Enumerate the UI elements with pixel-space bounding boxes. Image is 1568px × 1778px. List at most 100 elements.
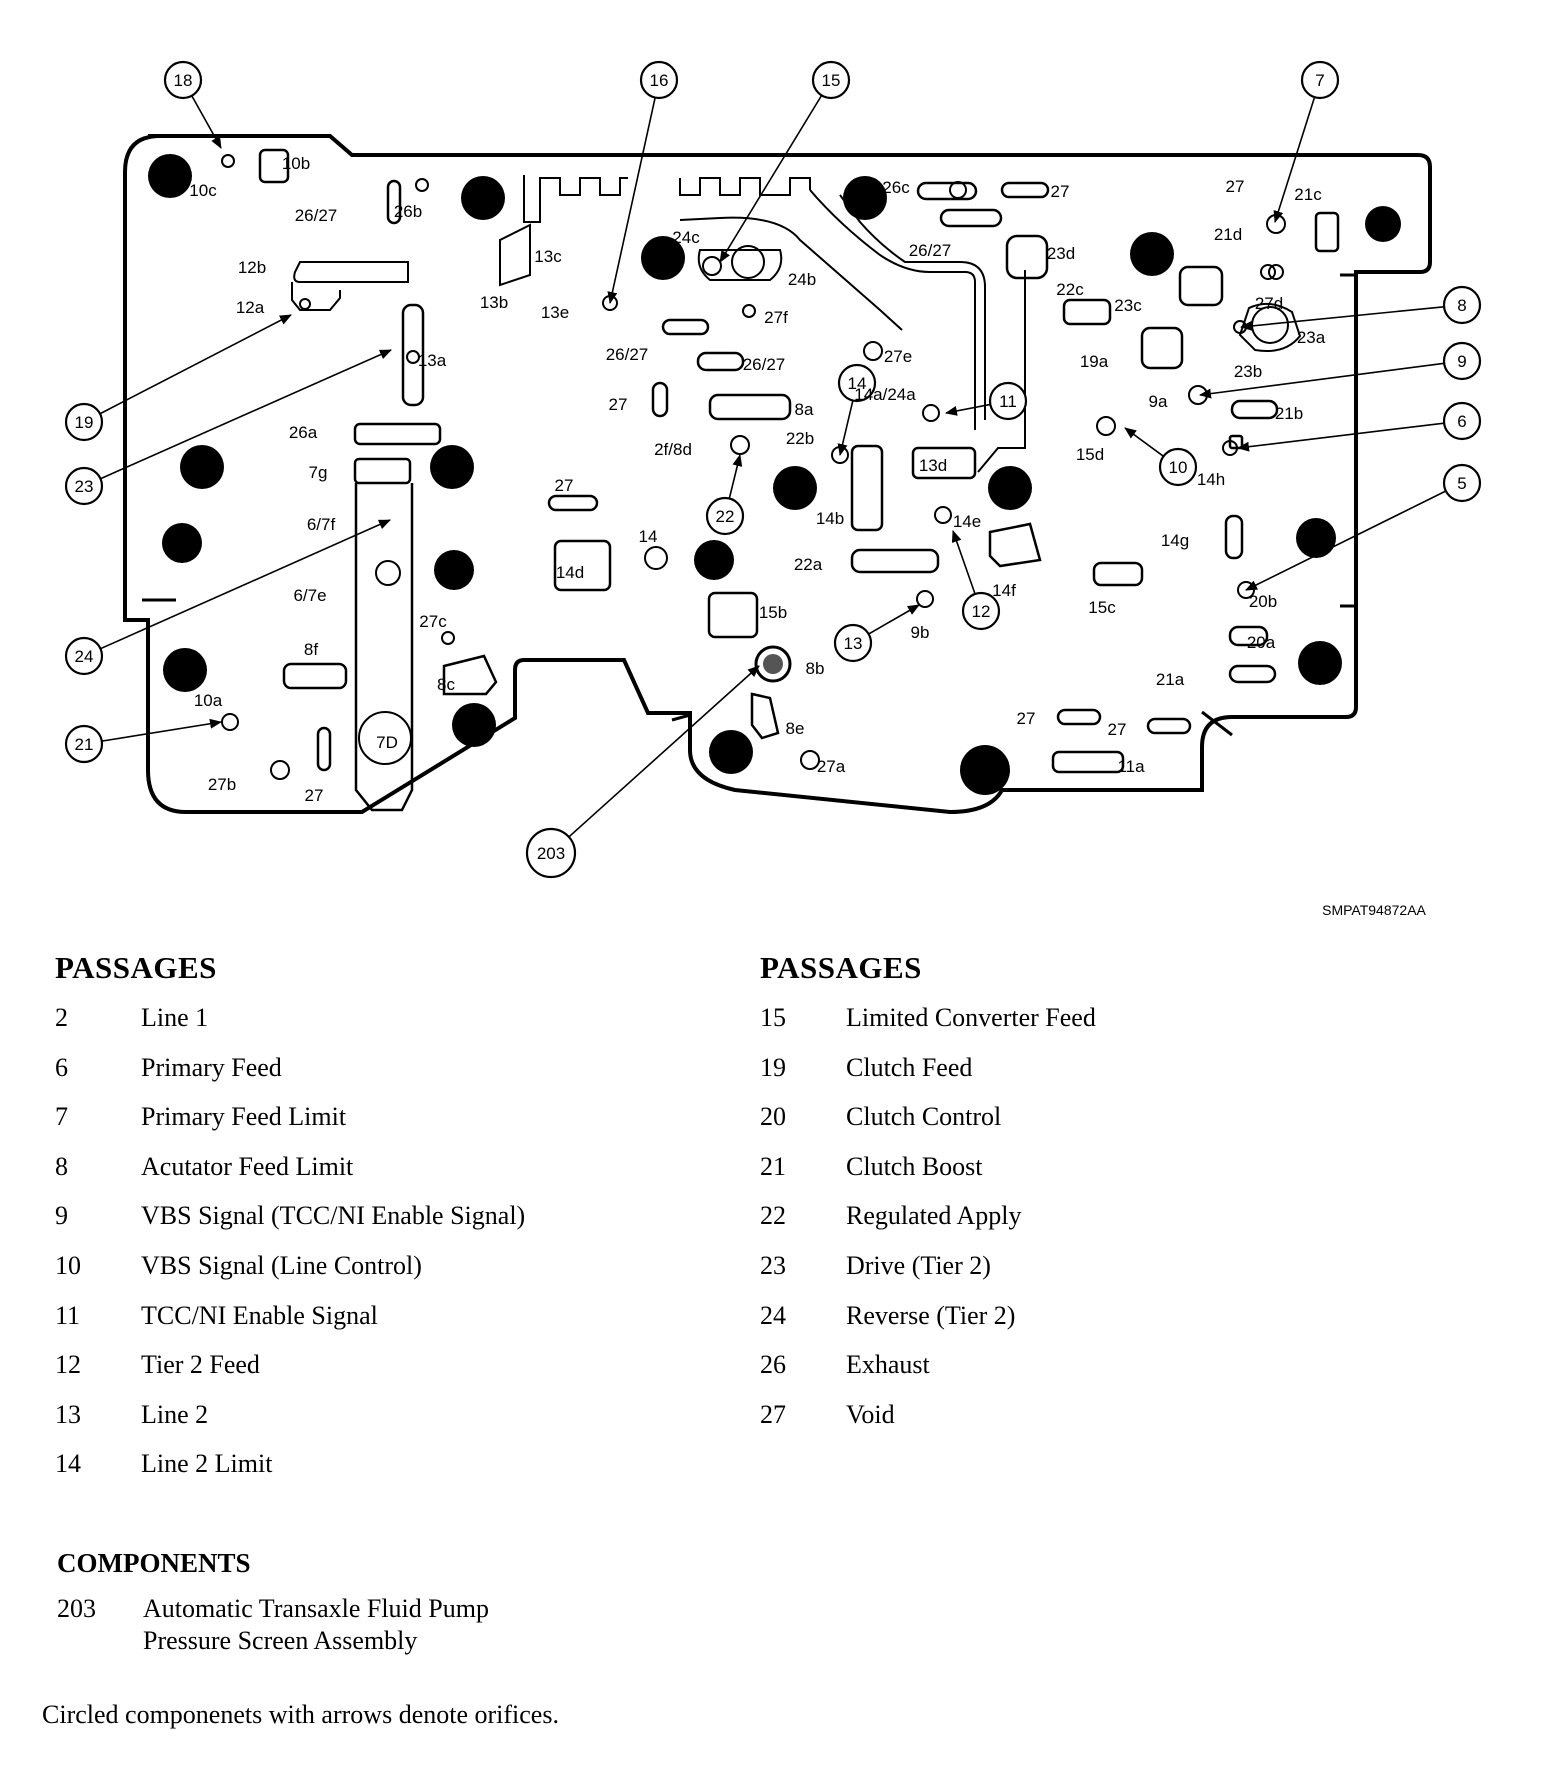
part-label: 26/27: [909, 241, 952, 260]
part-label: 27: [1051, 182, 1070, 201]
part-label: 23a: [1297, 328, 1326, 347]
part-label: 12b: [238, 258, 266, 277]
part-label: 27b: [208, 775, 236, 794]
passage-name: Void: [846, 1399, 895, 1429]
callout-number: 23: [75, 477, 94, 496]
part-label: 27: [555, 476, 574, 495]
callout-leader-23: [100, 349, 392, 480]
passage-name: VBS Signal (Line Control): [141, 1250, 422, 1280]
callout-number: 14: [848, 374, 867, 393]
part-label: 22c: [1056, 280, 1084, 299]
callout-18: 18: [163, 60, 203, 100]
passage-number: 10: [55, 1250, 81, 1280]
callout-16: 16: [639, 60, 679, 100]
part-label: 27e: [884, 347, 912, 366]
orifices: [221, 154, 1289, 780]
callout-7: 7: [1300, 60, 1340, 100]
passage-name: Regulated Apply: [846, 1201, 1022, 1231]
part-label: 26/27: [743, 355, 786, 374]
part-label: 15b: [759, 603, 787, 622]
callout-leader-10: [1124, 427, 1164, 457]
passage-name: Acutator Feed Limit: [141, 1151, 354, 1181]
passage-number: 15: [760, 1003, 786, 1032]
part-label: 2f/8d: [654, 440, 692, 459]
part-label: 10a: [194, 691, 223, 710]
part-label: 8c: [437, 675, 455, 694]
passage-name: Line 1: [141, 1003, 209, 1032]
part-label: 11a: [1117, 757, 1145, 776]
component-number: 203: [57, 1594, 96, 1623]
callout-leader-9: [1199, 362, 1445, 399]
callout-8: 8: [1442, 285, 1482, 325]
passage-number: 24: [760, 1300, 786, 1330]
part-label: 7D: [376, 733, 398, 752]
callout-leader-22: [728, 454, 743, 499]
part-label: 8f: [304, 640, 318, 659]
callout-leader-24: [100, 519, 391, 650]
passage-number: 27: [760, 1399, 786, 1429]
part-label: 12a: [236, 298, 265, 317]
passage-row: 27 Void: [760, 1399, 1500, 1449]
part-label: 9b: [911, 623, 930, 642]
footnote: Circled componenets with arrows denote o…: [42, 1700, 559, 1729]
part-label: 14h: [1197, 470, 1225, 489]
part-label: 26b: [394, 202, 422, 221]
passage-name: Primary Feed Limit: [141, 1102, 347, 1132]
part-label: 21d: [1214, 225, 1242, 244]
passage-number: 2: [55, 1003, 68, 1032]
part-label: 21a: [1156, 670, 1185, 689]
callout-number: 6: [1457, 412, 1466, 431]
part-label: 15c: [1088, 598, 1116, 617]
callout-10: 10: [1158, 447, 1198, 487]
callout-203: 203: [525, 827, 577, 879]
passage-name: Exhaust: [846, 1350, 930, 1380]
passage-row: 7 Primary Feed Limit: [55, 1101, 695, 1151]
part-label: 26/27: [295, 206, 338, 225]
callout-21: 21: [64, 724, 104, 764]
passage-number: 7: [55, 1102, 68, 1132]
part-label: 6/7f: [307, 515, 336, 534]
part-label: 13e: [541, 303, 569, 322]
part-label: 14a/24a: [854, 385, 916, 404]
part-label: 14g: [1161, 531, 1189, 550]
passage-number: 13: [55, 1399, 81, 1429]
part-label: 20b: [1249, 592, 1277, 611]
passage-number: 23: [760, 1250, 786, 1280]
part-label: 23d: [1047, 244, 1075, 263]
part-label: 27c: [419, 612, 447, 631]
callout-leader-203: [568, 665, 760, 838]
callout-9: 9: [1442, 341, 1482, 381]
callout-19: 19: [64, 402, 104, 442]
part-label: 22b: [786, 429, 814, 448]
part-label: 21c: [1294, 185, 1322, 204]
part-label: 15d: [1076, 445, 1104, 464]
passage-name: Drive (Tier 2): [846, 1250, 991, 1280]
part-label: 14d: [556, 563, 584, 582]
callout-13: 13: [833, 623, 873, 663]
passage-name: VBS Signal (TCC/NI Enable Signal): [141, 1201, 526, 1231]
passage-name: Line 2 Limit: [141, 1449, 273, 1479]
part-label: 27d: [1255, 294, 1283, 313]
callout-leader-18: [191, 95, 222, 149]
component-name-line2: Pressure Screen Assembly: [143, 1626, 418, 1655]
callout-number: 7: [1315, 71, 1324, 90]
passage-row: 2 Line 1: [55, 1002, 695, 1052]
part-label: 13a: [418, 351, 447, 370]
callout-24: 24: [64, 636, 104, 676]
passage-row: 9 VBS Signal (TCC/NI Enable Signal): [55, 1200, 695, 1250]
callout-number: 13: [844, 634, 863, 653]
passage-number: 21: [760, 1151, 786, 1181]
callout-number: 22: [716, 507, 735, 526]
passage-number: 9: [55, 1201, 68, 1231]
callout-number: 5: [1457, 474, 1466, 493]
